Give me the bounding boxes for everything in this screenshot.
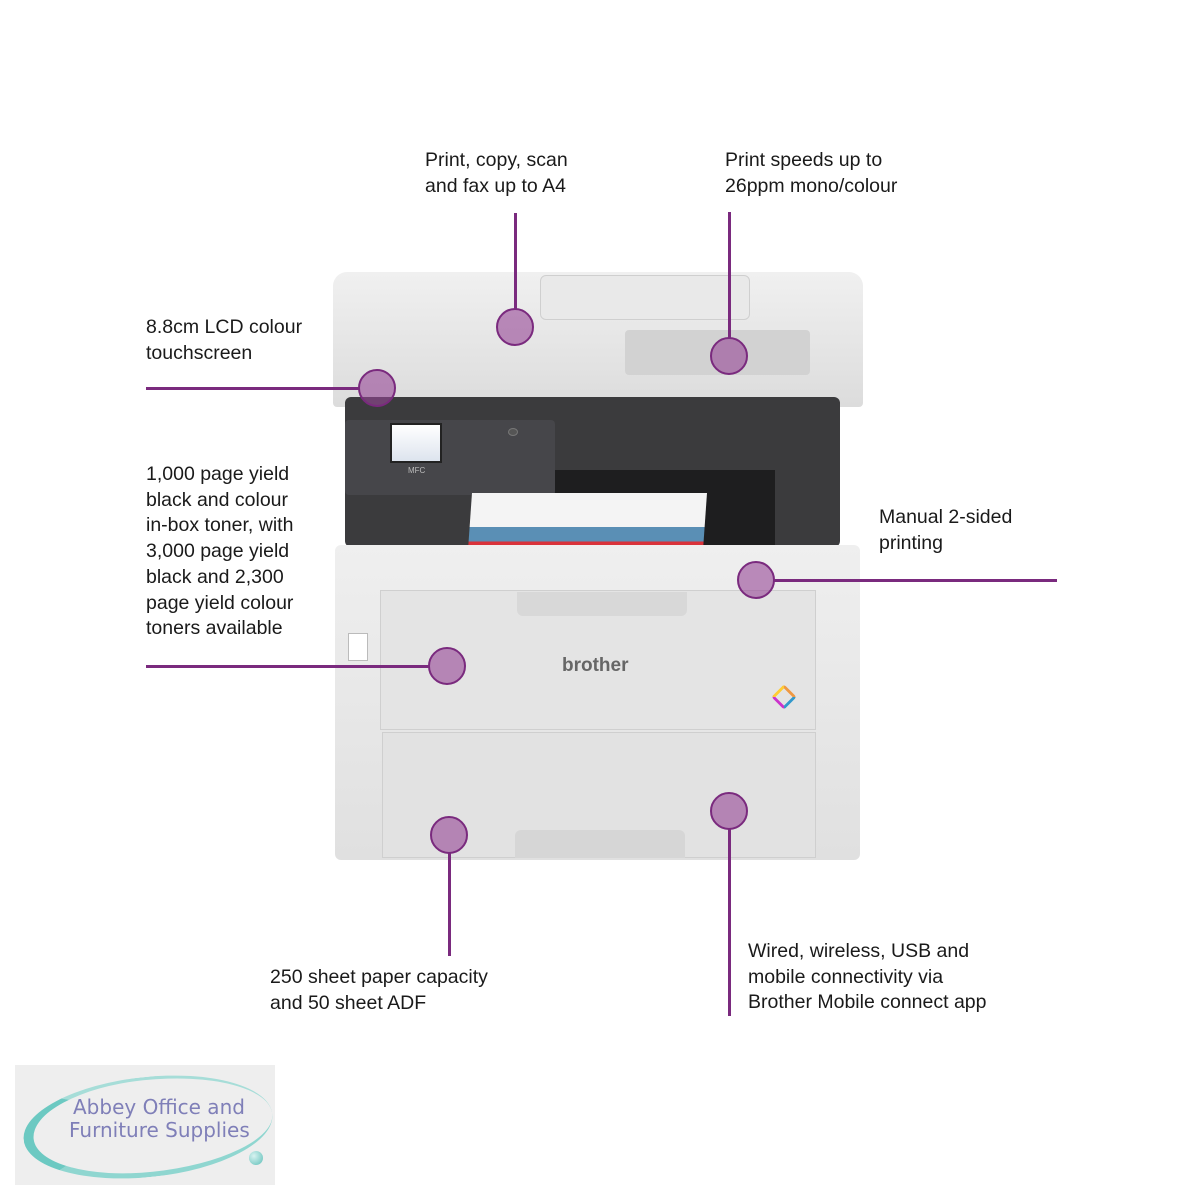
tray-handle: [515, 830, 685, 858]
callout-line: [728, 212, 731, 338]
callout-functions: Print, copy, scan and fax up to A4: [425, 149, 568, 197]
callout-capacity: 250 sheet paper capacity and 50 sheet AD…: [270, 966, 488, 1014]
callout-speed: Print speeds up to 26ppm mono/colour: [725, 149, 898, 197]
callout-marker: [430, 816, 468, 854]
company-logo: Abbey Office and Furniture Supplies: [15, 1065, 275, 1185]
callout-marker: [710, 337, 748, 375]
callout-connectivity: Wired, wireless, USB and mobile connecti…: [748, 940, 987, 1014]
adf-tray: [540, 275, 750, 320]
callout-line: [146, 665, 430, 668]
logo-text-line1: Abbey Office and: [73, 1095, 245, 1119]
power-button: [508, 428, 518, 436]
model-badge: MFC: [408, 466, 426, 475]
callout-line: [728, 828, 731, 1016]
cover-handle: [517, 592, 687, 616]
brand-label: brother: [562, 655, 629, 676]
callout-duplex: Manual 2-sided printing: [879, 506, 1013, 554]
printed-page: [468, 493, 707, 550]
logo-ball: [249, 1151, 263, 1165]
lcd-screen: [390, 423, 442, 463]
callout-toner: 1,000 page yield black and colour in-box…: [146, 463, 294, 640]
callout-marker: [358, 369, 396, 407]
callout-lcd: 8.8cm LCD colour touchscreen: [146, 316, 303, 364]
control-panel: [345, 420, 555, 495]
callout-marker: [710, 792, 748, 830]
logo-text-line2: Furniture Supplies: [69, 1118, 250, 1142]
callout-line: [448, 852, 451, 956]
usb-port: [348, 633, 368, 661]
callout-line: [773, 579, 1057, 582]
callout-marker: [428, 647, 466, 685]
callout-line: [514, 213, 517, 309]
callout-marker: [737, 561, 775, 599]
callout-line: [146, 387, 360, 390]
callout-marker: [496, 308, 534, 346]
